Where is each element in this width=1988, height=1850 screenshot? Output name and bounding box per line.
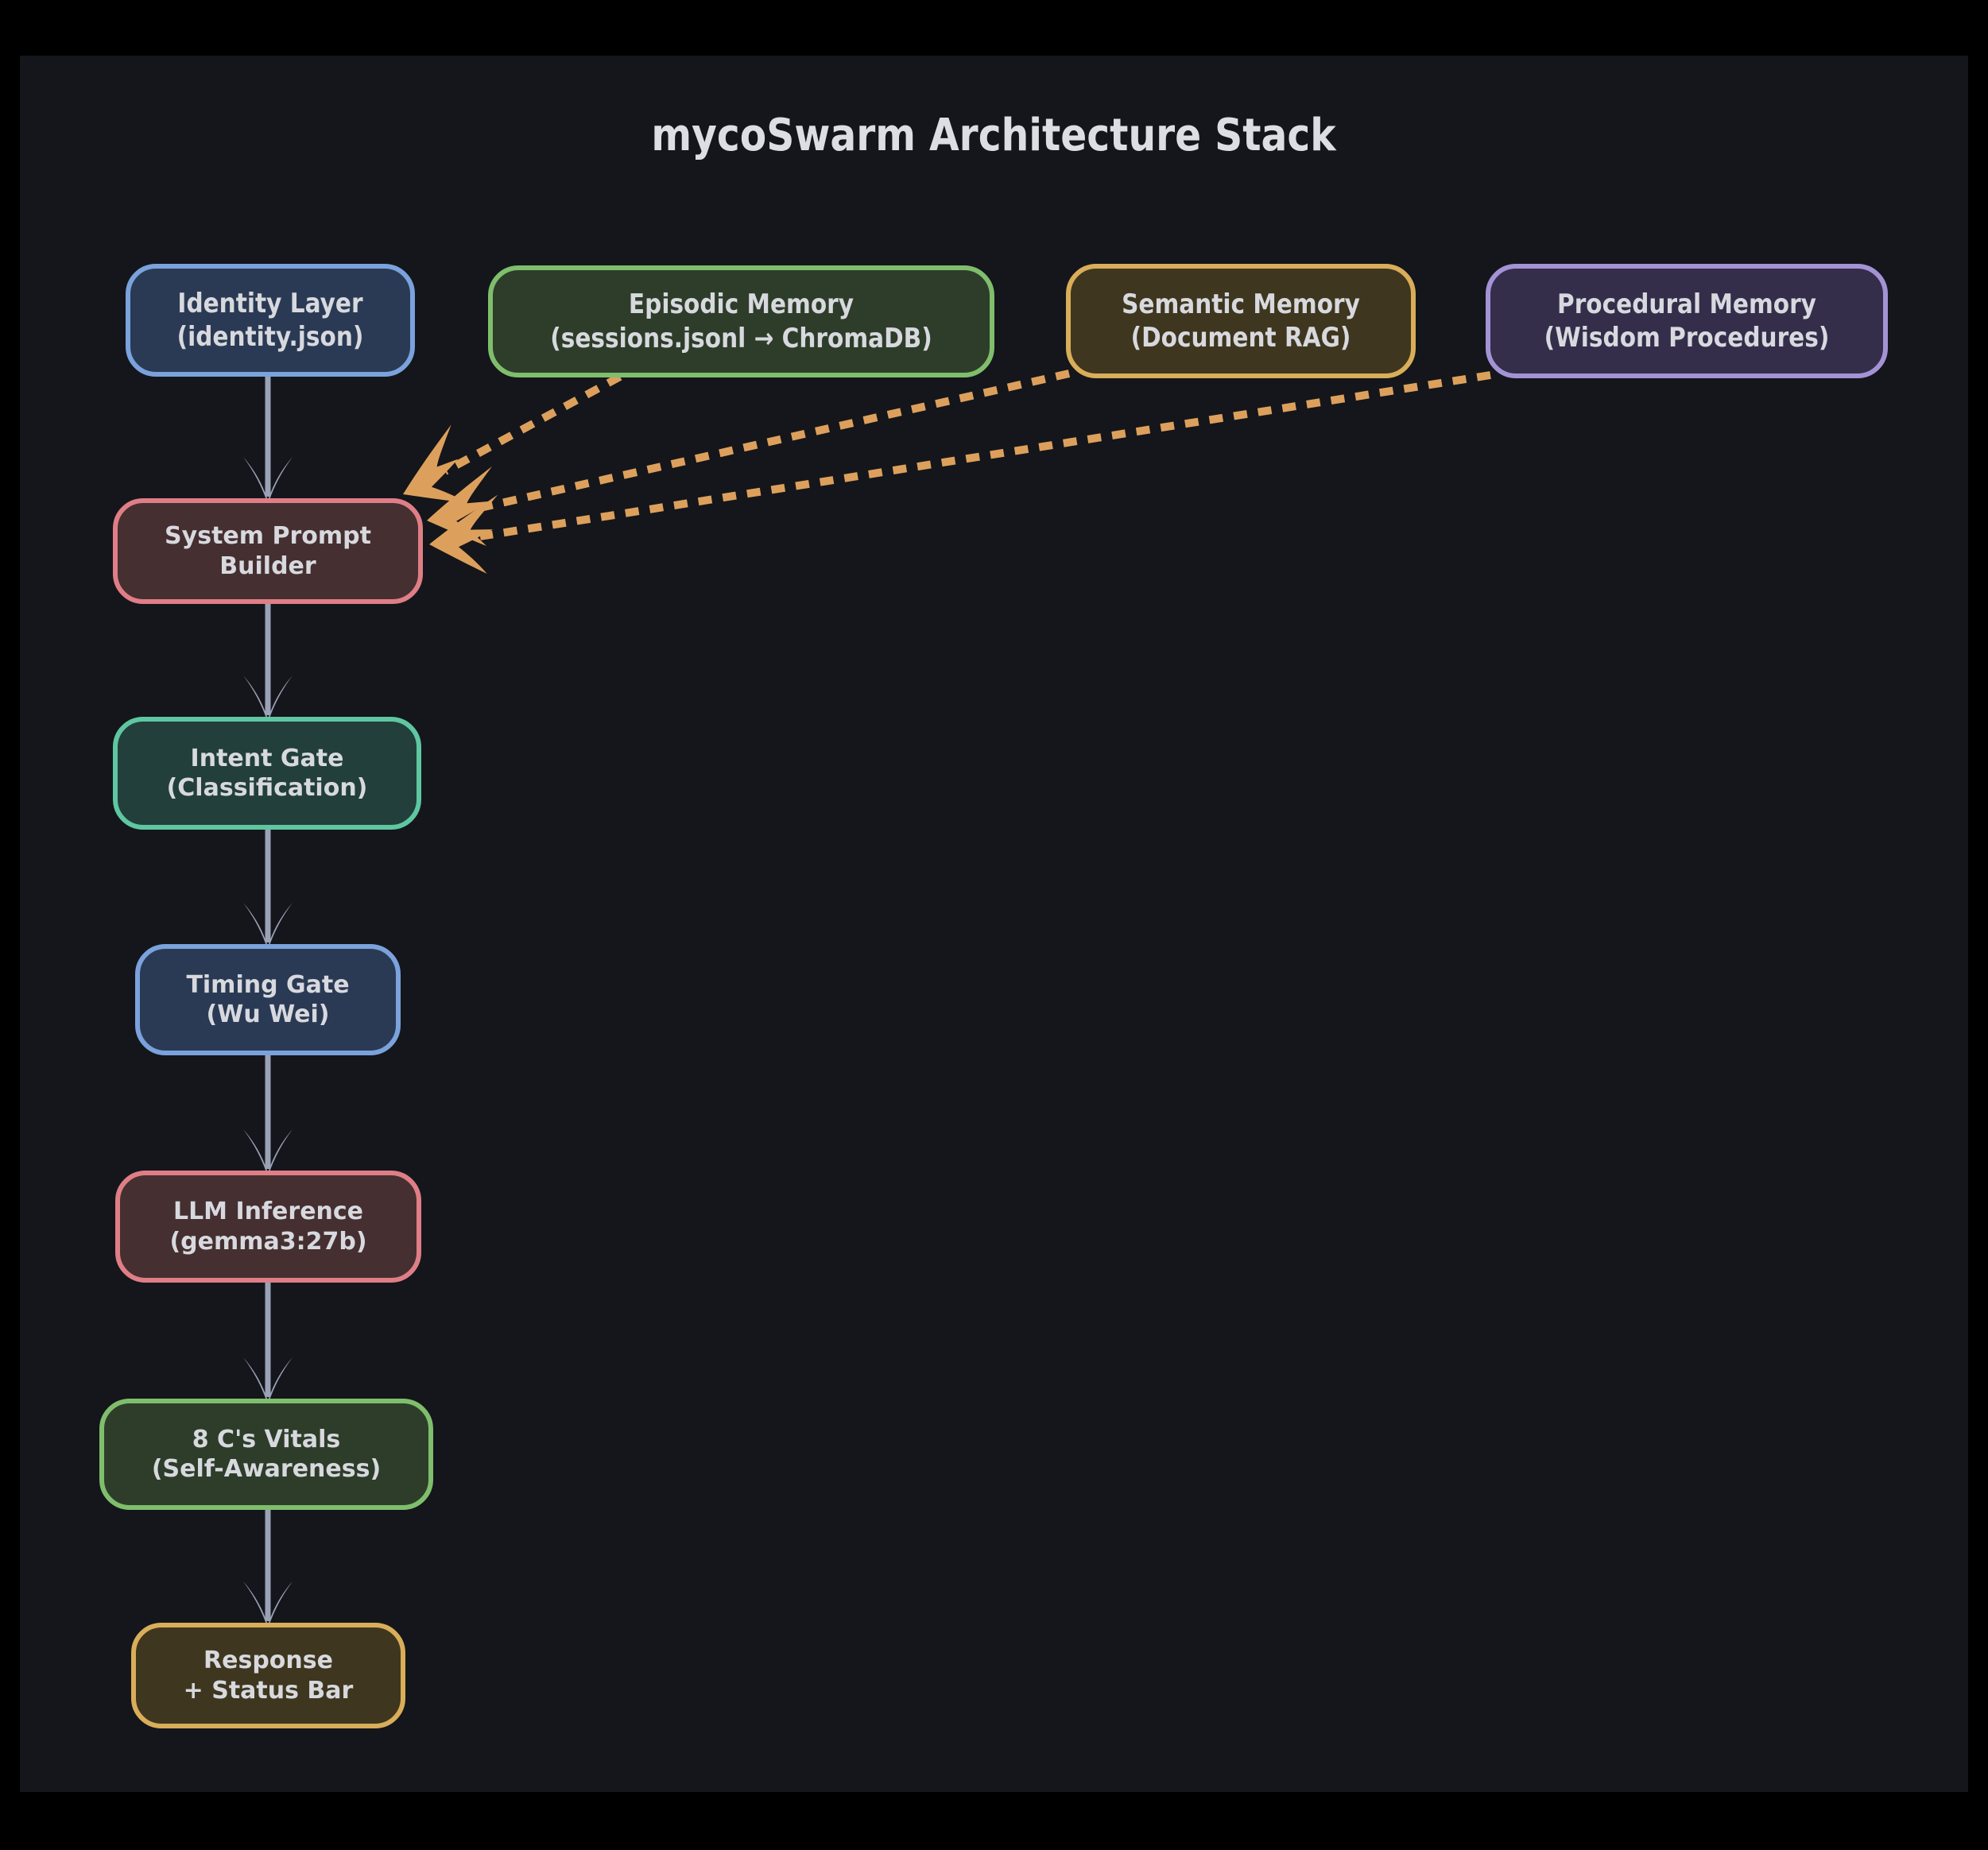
- edge-llm-to-vitals: [243, 1283, 293, 1400]
- node-sublabel: (sessions.jsonl → ChromaDB): [550, 322, 932, 354]
- node-label: System Prompt: [165, 522, 371, 551]
- node-procedural-memory: Procedural Memory (Wisdom Procedures): [1486, 264, 1888, 378]
- node-sublabel: (Document RAG): [1130, 322, 1351, 354]
- node-label: Procedural Memory: [1557, 288, 1816, 320]
- node-episodic-memory: Episodic Memory (sessions.jsonl → Chroma…: [488, 265, 994, 377]
- edge-timing-to-llm: [243, 1055, 293, 1172]
- node-intent-gate: Intent Gate (Classification): [113, 717, 421, 830]
- node-sublabel: (Wisdom Procedures): [1544, 322, 1830, 354]
- node-label: Response: [203, 1647, 333, 1675]
- edge-prompt-builder-to-intent: [243, 604, 293, 718]
- node-sublabel: (Wu Wei): [206, 1000, 330, 1028]
- node-semantic-memory: Semantic Memory (Document RAG): [1066, 264, 1416, 378]
- edge-procedural-to-prompt-builder: [429, 371, 1491, 574]
- node-label: Identity Layer: [177, 287, 363, 319]
- node-system-prompt-builder: System Prompt Builder: [113, 498, 423, 604]
- edge-semantic-to-prompt-builder: [427, 370, 1071, 547]
- node-sublabel: (Classification): [166, 774, 368, 802]
- edge-episodic-to-prompt-builder: [403, 373, 622, 503]
- node-response-status-bar: Response + Status Bar: [131, 1623, 405, 1728]
- node-sublabel: + Status Bar: [183, 1676, 354, 1705]
- node-label: 8 C's Vitals: [192, 1425, 341, 1453]
- diagram-panel: mycoSwarm Architecture Stack: [20, 56, 1968, 1792]
- edge-vitals-to-response: [243, 1510, 293, 1624]
- node-llm-inference: LLM Inference (gemma3:27b): [115, 1171, 421, 1283]
- node-label: LLM Inference: [172, 1198, 364, 1226]
- edge-identity-to-prompt-builder: [243, 377, 293, 500]
- node-label: Timing Gate: [186, 970, 350, 999]
- node-label: Intent Gate: [190, 744, 344, 772]
- memory-feed-arrows: [403, 370, 1491, 574]
- node-label: Semantic Memory: [1122, 288, 1360, 320]
- node-sublabel: (identity.json): [176, 321, 364, 353]
- node-sublabel: (Self-Awareness): [151, 1455, 382, 1483]
- node-sublabel: (gemma3:27b): [169, 1227, 367, 1256]
- page-title: mycoSwarm Architecture Stack: [20, 110, 1968, 161]
- edge-intent-to-timing: [243, 830, 293, 946]
- node-identity-layer: Identity Layer (identity.json): [126, 264, 415, 377]
- page-title-text: mycoSwarm Architecture Stack: [651, 110, 1337, 161]
- node-sublabel: Builder: [219, 552, 316, 580]
- node-timing-gate: Timing Gate (Wu Wei): [135, 944, 401, 1055]
- node-8cs-vitals: 8 C's Vitals (Self-Awareness): [99, 1399, 433, 1510]
- node-label: Episodic Memory: [628, 288, 854, 321]
